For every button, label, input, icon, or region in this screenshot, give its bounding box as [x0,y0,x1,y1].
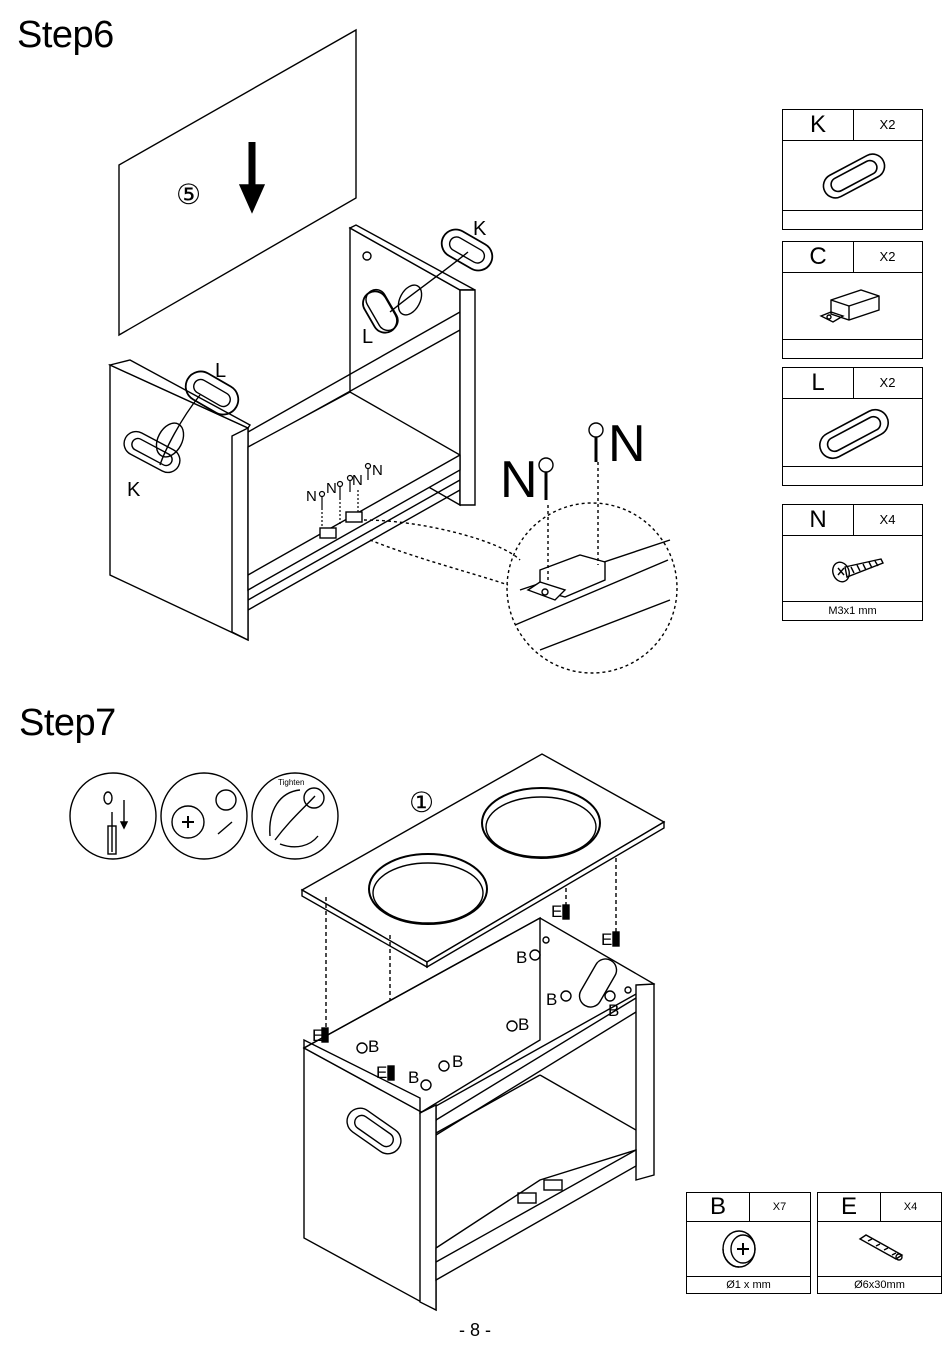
label-B-3: B [408,1068,419,1088]
dowel-instruction-icon [70,773,156,859]
part-footer: Ø6x30mm [818,1276,941,1293]
label-E-3: E [551,902,562,922]
part-quantity: X4 [880,1193,941,1221]
dowel-icon [818,1221,941,1277]
label-B-5: B [516,948,527,968]
tighten-caption: Tighten [278,778,304,787]
cabinet-shelf [436,1150,636,1280]
part-footer: Ø1 x mm [687,1276,810,1293]
label-B-7: B [608,1001,619,1021]
label-E-2: E [376,1063,387,1083]
part-letter: B [687,1193,750,1221]
page-number: - 8 - [0,1320,950,1341]
label-B-4: B [518,1015,529,1035]
part-card-B: B X7 Ø1 x mm [686,1192,811,1294]
cam-lock-icon [687,1221,810,1277]
part-letter: E [818,1193,881,1221]
panel-number-1: ① [409,786,434,819]
label-B-6: B [546,990,557,1010]
label-E-1: E [312,1026,323,1046]
label-B-2: B [452,1052,463,1072]
part-quantity: X7 [749,1193,810,1221]
label-E-4: E [601,930,612,950]
part-card-E: E X4 Ø6x30mm [817,1192,942,1294]
label-B-1: B [368,1037,379,1057]
